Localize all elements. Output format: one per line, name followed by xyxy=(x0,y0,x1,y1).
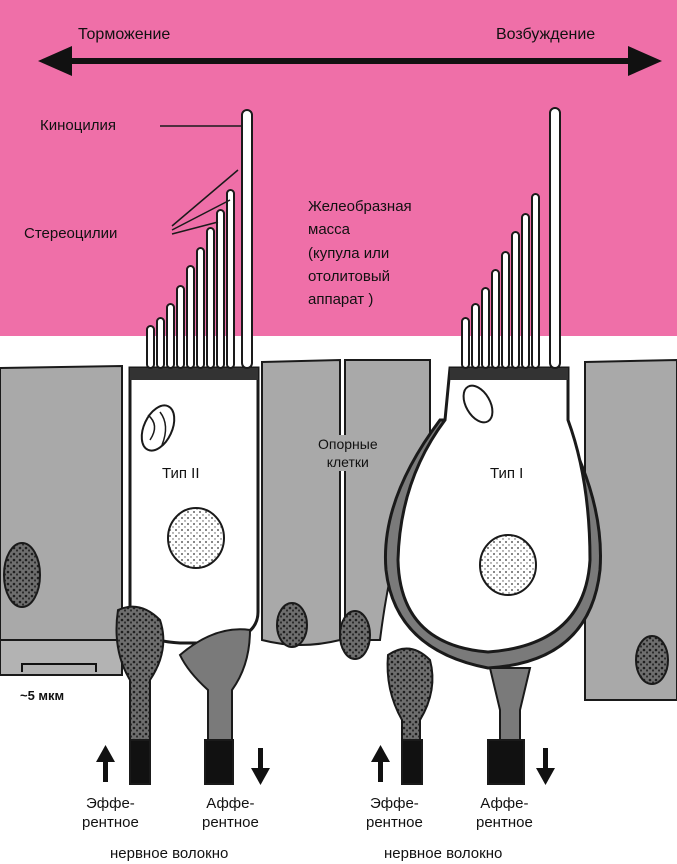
support-cells-label-line1: Опорные xyxy=(318,436,378,452)
type-ii-cell xyxy=(130,368,258,643)
kinocilium-label: Киноцилия xyxy=(40,117,116,134)
inhibition-label: Торможение xyxy=(78,26,170,44)
gel-label: Желеобразная масса (купула или отолитовы… xyxy=(308,195,412,311)
right-efferent-label: Эффе- рентное xyxy=(366,795,423,833)
cell-type-i-label: Тип I xyxy=(490,465,523,482)
stereocilia-label: Стереоцилии xyxy=(24,225,117,242)
left-nerve-label: нервное волокно xyxy=(110,845,228,862)
right-nerve-label: нервное волокно xyxy=(384,845,502,862)
excitation-label: Возбуждение xyxy=(496,26,595,44)
support-cells-label-line2: клетки xyxy=(327,454,369,470)
scale-label: ~5 мкм xyxy=(20,688,64,703)
cell-type-ii-label: Тип II xyxy=(162,465,200,482)
right-afferent-label: Аффе- рентное xyxy=(476,795,533,833)
left-efferent-label: Эффе- рентное xyxy=(82,795,139,833)
left-afferent-label: Аффе- рентное xyxy=(202,795,259,833)
support-cells-label: Опорные клетки xyxy=(316,435,380,471)
